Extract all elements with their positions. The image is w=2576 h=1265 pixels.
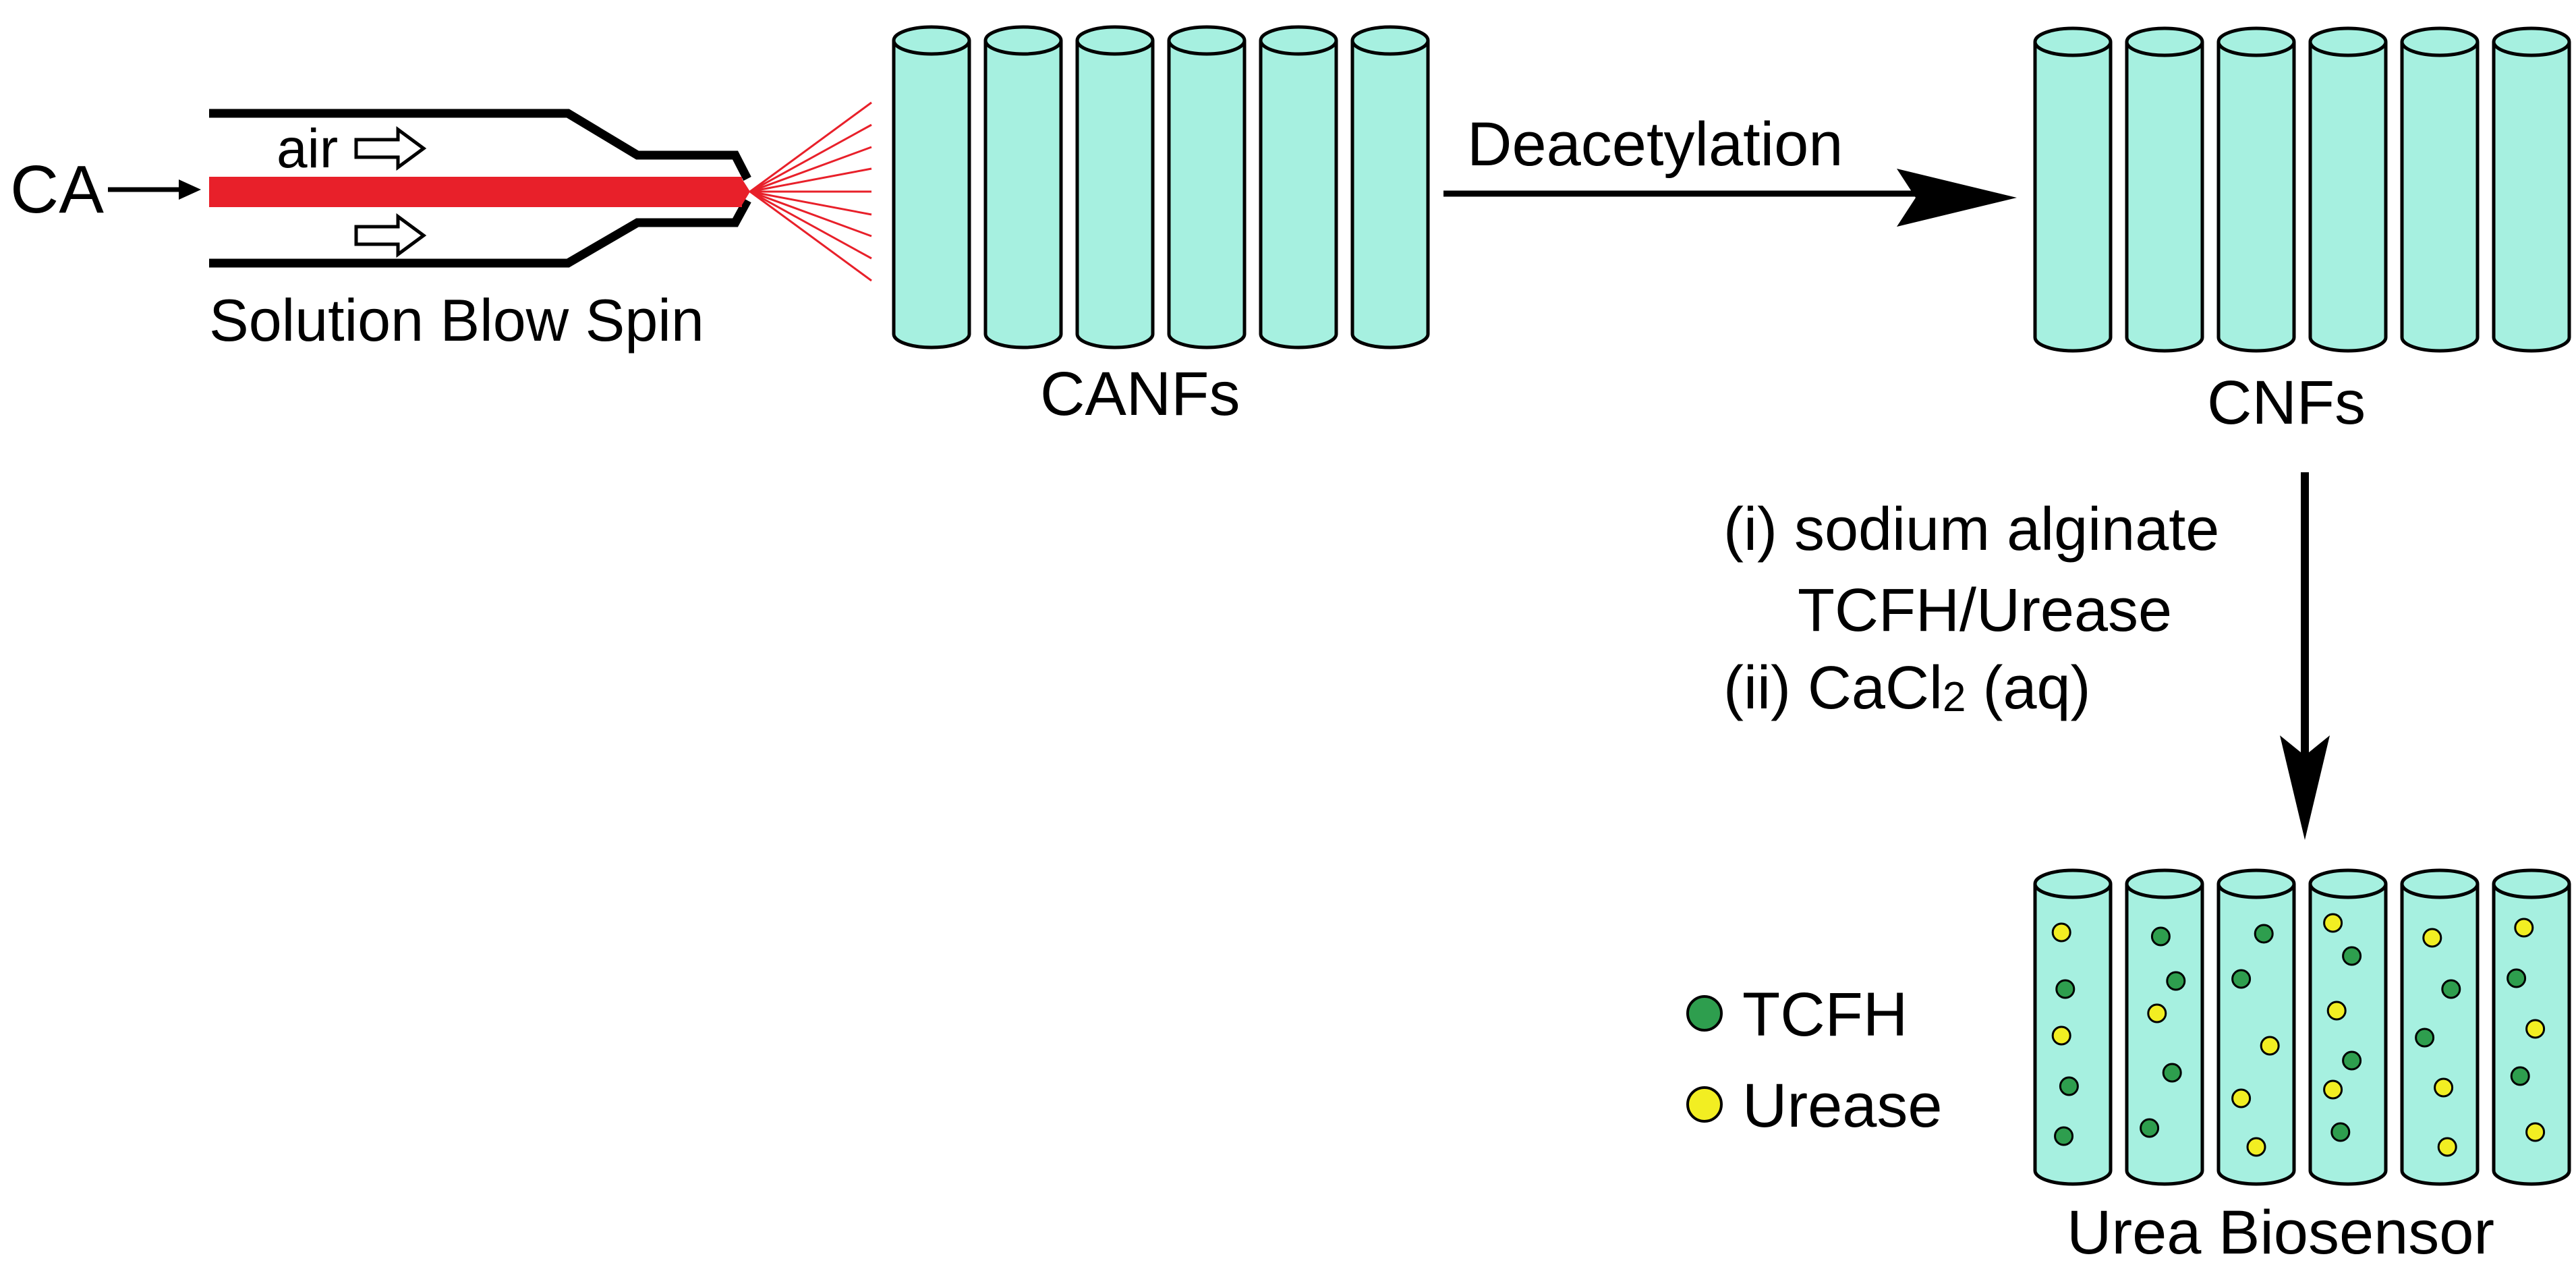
- biosensor-cylinder-2: [2125, 868, 2204, 1186]
- tcfh-particle: [2054, 1126, 2074, 1146]
- input-arrow-head: [179, 179, 201, 200]
- prep-condition-1: (i) sodium alginate: [1723, 496, 2219, 563]
- cnf-cylinder-2: [2125, 26, 2204, 353]
- canf-cylinder-2: [983, 25, 1063, 349]
- deacetylation-arrowhead: [1897, 169, 2017, 227]
- tcfh-particle: [2055, 979, 2076, 999]
- spray-lines: [749, 101, 872, 282]
- cnfs-label: CNFs: [2207, 368, 2366, 437]
- urease-particle: [2051, 1025, 2071, 1046]
- prep-condition-3: (ii) CaCl2 (aq): [1723, 654, 2091, 722]
- biosensor-cylinder-4: [2308, 868, 2388, 1186]
- tcfh-particle: [2254, 924, 2274, 944]
- air-label: air: [277, 118, 338, 179]
- cnf-cylinder-6: [2492, 26, 2571, 353]
- urease-particle: [2437, 1137, 2457, 1157]
- spinning-method-label: Solution Blow Spin: [209, 287, 704, 354]
- prep-arrowhead: [2280, 735, 2330, 840]
- canf-cylinder-3: [1075, 25, 1155, 349]
- urease-particle: [2260, 1036, 2280, 1056]
- cnf-cylinder-3: [2216, 26, 2296, 353]
- nozzle-upper-wall: [209, 109, 751, 181]
- deacetylation-step: Deacetylation: [1443, 110, 2017, 227]
- urease-particle: [2323, 1079, 2343, 1100]
- canf-cylinder-6: [1350, 25, 1430, 349]
- tcfh-particle: [2507, 968, 2527, 988]
- urease-particle: [2246, 1137, 2266, 1157]
- urease-particle: [2422, 928, 2442, 948]
- legend-tcfh-marker: [1686, 995, 1723, 1032]
- tcfh-particle: [2510, 1066, 2530, 1086]
- tcfh-particle: [2162, 1063, 2182, 1083]
- urease-particle: [2525, 1019, 2546, 1039]
- tcfh-particle: [2140, 1118, 2160, 1138]
- legend-urease-label: Urease: [1742, 1071, 1943, 1140]
- cnfs-fiber-bundle: [2033, 26, 2571, 353]
- input-label: CA: [10, 152, 104, 227]
- cnf-cylinder-4: [2308, 26, 2388, 353]
- spinning-nozzle: CA air Solution Blow Spin: [10, 101, 872, 354]
- legend-urease-marker: [1686, 1086, 1723, 1123]
- urease-particle: [2326, 1001, 2347, 1021]
- urease-particle: [2051, 922, 2071, 943]
- legend: TCFH Urease: [1686, 980, 1943, 1140]
- tcfh-particle: [2330, 1122, 2351, 1142]
- canfs-label: CANFs: [1040, 360, 1240, 428]
- urea-biosensor-fiber-bundle: [2033, 868, 2571, 1186]
- tcfh-particle: [2231, 969, 2252, 989]
- urease-particle: [2147, 1003, 2167, 1023]
- air-arrow-lower: [354, 213, 427, 258]
- tcfh-particle: [2415, 1028, 2435, 1048]
- urease-particle: [2323, 913, 2343, 933]
- biosensor-cylinder-1: [2033, 868, 2113, 1186]
- canf-cylinder-1: [892, 25, 971, 349]
- urea-biosensor-label: Urea Biosensor: [2067, 1198, 2494, 1265]
- urease-particle: [2514, 918, 2534, 938]
- canfs-fiber-bundle: [892, 25, 1430, 349]
- tcfh-particle: [2150, 926, 2171, 947]
- tcfh-particle: [2059, 1076, 2079, 1096]
- urease-particle: [2525, 1122, 2546, 1142]
- cnf-cylinder-1: [2033, 26, 2113, 353]
- prep-condition-2: TCFH/Urease: [1798, 577, 2172, 644]
- tcfh-particle: [2342, 946, 2362, 966]
- biosensor-cylinder-5: [2400, 868, 2480, 1186]
- cnf-cylinder-5: [2400, 26, 2480, 353]
- solution-stream-tip: [741, 177, 750, 207]
- nozzle-lower-wall: [209, 198, 751, 268]
- biosensor-cylinder-3: [2216, 868, 2296, 1186]
- legend-tcfh-label: TCFH: [1742, 980, 1908, 1049]
- deacetylation-label: Deacetylation: [1467, 110, 1843, 179]
- solution-stream: [209, 177, 742, 207]
- urease-particle: [2231, 1088, 2252, 1108]
- tcfh-particle: [2342, 1050, 2362, 1071]
- tcfh-particle: [2441, 979, 2461, 999]
- biosensor-cylinder-6: [2492, 868, 2571, 1186]
- air-arrow-upper: [354, 126, 427, 171]
- urease-particle: [2434, 1077, 2454, 1098]
- canf-cylinder-5: [1259, 25, 1338, 349]
- biosensor-prep-step: (i) sodium alginate TCFH/Urease (ii) CaC…: [1723, 472, 2330, 840]
- canf-cylinder-4: [1167, 25, 1247, 349]
- tcfh-particle: [2166, 971, 2186, 991]
